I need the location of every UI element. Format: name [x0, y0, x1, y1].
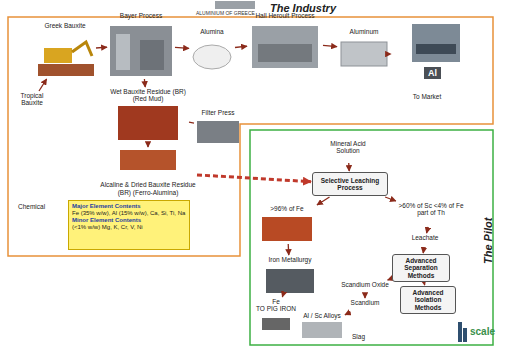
node-text: TO PIG IRON: [254, 305, 298, 312]
flow-arrow: [345, 312, 351, 315]
node-text: Fe (35% w/w), Al (15% w/w), Ca, Si, Ti, …: [72, 210, 186, 217]
node-text: Greek Bauxite: [35, 22, 95, 29]
company-logo: [215, 1, 255, 9]
process-step: Alumina: [190, 28, 234, 72]
node-text: Filter Press: [195, 109, 241, 116]
ship-hull: [416, 44, 456, 54]
flow-arrow: [424, 283, 426, 285]
bauxite-soil: [38, 64, 94, 76]
process-step: Aluminum: [338, 28, 390, 70]
process-box: Advanced Isolation Methods: [400, 286, 456, 314]
smelter-hall: [252, 26, 318, 68]
flow-arrow: [282, 296, 284, 297]
iron-residue-photo: [262, 217, 312, 241]
red-mud-photo: [118, 106, 178, 140]
flow-arrow: [147, 144, 148, 147]
process-step: >60% of Sc <4% of Fe part of Th: [395, 202, 467, 226]
process-step: Leachate: [400, 234, 450, 246]
dashed-flow-arrow: [197, 175, 311, 182]
node-text: To Market: [392, 93, 462, 100]
process-step: FeTO PIG IRON: [254, 298, 298, 332]
node-text: >60% of Sc <4% of Fe part of Th: [395, 202, 467, 217]
node-text: Scandium Oxide: [340, 281, 390, 288]
logo-bar: [458, 322, 462, 342]
node-text: Alcaline & Dried Bauxite Residue (BR) (F…: [100, 181, 196, 196]
node-text: >96% of Fe: [258, 205, 316, 212]
process-step: Mineral Acid Solution: [318, 140, 378, 162]
node-text: Mineral Acid Solution: [318, 140, 378, 155]
product-label: Slag: [352, 333, 365, 340]
node-text: Alumina: [190, 28, 234, 35]
bayer-plant: [110, 26, 172, 76]
pig-iron-icon: [262, 318, 290, 330]
flow-arrow: [323, 45, 337, 46]
excavator-body: [44, 48, 72, 63]
process-step: Filter Press: [195, 109, 241, 145]
node-text: Advanced Separation Methods: [396, 257, 446, 279]
node-text: Fe: [254, 298, 298, 305]
process-step: Greek Bauxite: [35, 22, 95, 78]
furnace-photo: [266, 269, 314, 293]
process-step: >96% of Fe: [258, 205, 316, 243]
plant-hall: [140, 40, 164, 70]
process-step: Bayer Process: [108, 12, 174, 78]
process-step: Al / Sc Alloys: [300, 312, 344, 340]
node-text: Hall Heroult Process: [248, 12, 322, 19]
flow-arrow: [235, 46, 247, 47]
excavator-arm: [72, 42, 92, 56]
company-name: ALUMINIUM OF GREECE: [196, 10, 255, 16]
flow-arrow: [364, 296, 365, 298]
process-step: To Market: [392, 22, 462, 100]
flow-arrow: [96, 47, 107, 49]
alloy-photo: [302, 322, 342, 338]
process-step: Iron Metallurgy: [262, 256, 318, 295]
smelter-pots: [258, 44, 312, 62]
flow-arrow: [388, 279, 391, 280]
pilot-frame: [250, 130, 493, 345]
section-title: The Pilot: [482, 218, 494, 264]
node-text: Al / Sc Alloys: [300, 312, 344, 319]
plant-tank: [116, 34, 130, 70]
node-text: Bayer Process: [108, 12, 174, 19]
filter-press-photo: [197, 121, 239, 143]
flow-arrow: [427, 227, 428, 233]
aluminium-ingots: [341, 42, 387, 66]
node-text: Aluminum: [338, 28, 390, 35]
flow-arrow: [144, 79, 146, 87]
node-text: (<1% w/w) Mg, K, Cr, V, Ni: [72, 224, 186, 231]
node-text: Leachate: [400, 234, 450, 241]
flow-arrow: [189, 122, 194, 124]
node-text: Minor Element Contents: [72, 217, 186, 224]
node-text: Wet Bauxite Residue (BR) (Red Mud): [108, 88, 188, 103]
process-step: Scandium Oxide: [340, 281, 390, 295]
project-logo: scale: [470, 326, 495, 337]
process-box: Selective Leaching Process: [312, 172, 388, 196]
node-text: Advanced Isolation Methods: [404, 289, 452, 311]
node-text: Major Element Contents: [72, 203, 186, 210]
flow-arrow: [39, 79, 47, 91]
node-text: Scandium: [340, 299, 390, 306]
composition-box: Major Element ContentsFe (35% w/w), Al (…: [68, 200, 190, 250]
process-step: Hall Heroult Process: [248, 12, 322, 72]
flow-arrow: [175, 47, 189, 48]
market-badge: Al: [424, 67, 441, 79]
flow-arrow: [288, 244, 290, 255]
flow-arrow: [385, 197, 396, 201]
alumina-pile: [193, 45, 231, 69]
process-step: Tropical Bauxite: [10, 92, 54, 112]
ship-photo: [412, 24, 460, 62]
ferro-alumina-photo: [120, 150, 176, 170]
flow-arrow: [348, 163, 350, 171]
process-step: Scandium: [340, 299, 390, 311]
node-text: Iron Metallurgy: [262, 256, 318, 263]
node-text: Tropical Bauxite: [10, 92, 54, 107]
side-note: Chemical: [18, 203, 45, 210]
process-step: Alcaline & Dried Bauxite Residue (BR) (F…: [100, 148, 196, 196]
process-step: Wet Bauxite Residue (BR) (Red Mud): [108, 88, 188, 143]
flow-arrow: [423, 247, 425, 253]
node-text: Selective Leaching Process: [316, 177, 384, 192]
logo-bar: [463, 328, 467, 342]
flow-arrow: [317, 197, 330, 205]
process-box: Advanced Separation Methods: [392, 254, 450, 282]
